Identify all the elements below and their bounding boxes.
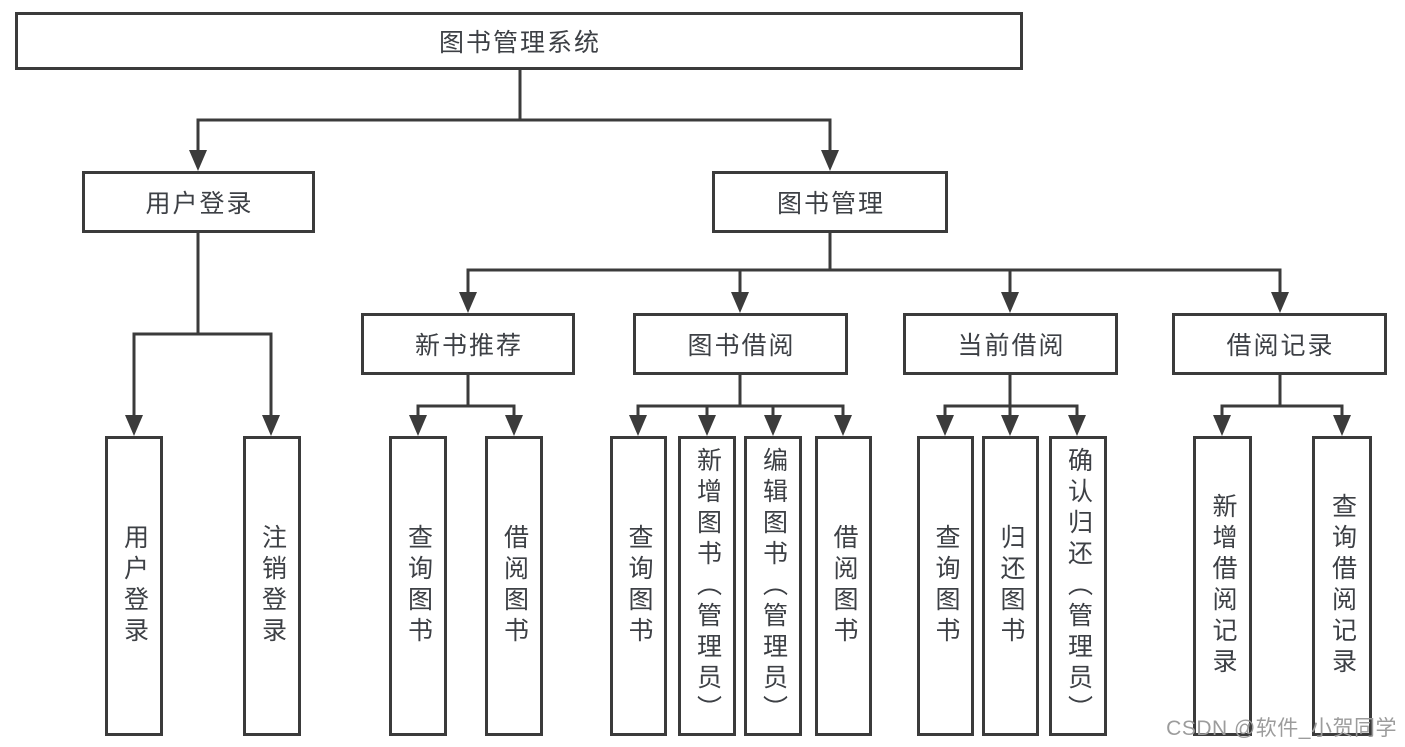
- leaf-confirm-return-admin: 确认归还（管理员）: [1049, 436, 1107, 736]
- node-label: 当前借阅: [957, 332, 1066, 360]
- node-label: 用户登录: [145, 190, 254, 218]
- arrowhead-icon: [459, 292, 477, 313]
- arrowhead-icon: [1001, 292, 1019, 313]
- arrowhead-icon: [505, 415, 523, 436]
- arrowhead-icon: [821, 150, 839, 171]
- node-label: 新书推荐: [414, 332, 523, 360]
- arrowhead-icon: [698, 415, 716, 436]
- node-label: 查询图书: [625, 524, 653, 648]
- leaf-borrow-book: 借阅图书: [815, 436, 872, 736]
- leaf-return-book: 归还图书: [982, 436, 1039, 736]
- node-label: 图书借阅: [687, 332, 796, 360]
- node-label: 借阅图书: [500, 524, 529, 648]
- leaf-add-book-admin: 新增图书（管理员）: [678, 436, 736, 736]
- leaf-add-borrow-record: 新增借阅记录: [1193, 436, 1252, 736]
- leaf-query-borrow-record: 查询借阅记录: [1312, 436, 1372, 736]
- arrowhead-icon: [1213, 415, 1231, 436]
- node-label: 新增图书（管理员）: [693, 446, 722, 726]
- node-library-system: 图书管理系统: [15, 12, 1023, 70]
- leaf-current-query-book: 查询图书: [917, 436, 974, 736]
- arrowhead-icon: [834, 415, 852, 436]
- arrowhead-icon: [936, 415, 954, 436]
- leaf-edit-book-admin: 编辑图书（管理员）: [744, 436, 802, 736]
- node-label: 用户登录: [120, 524, 149, 648]
- arrowhead-icon: [731, 292, 749, 313]
- node-label: 确认归还（管理员）: [1064, 446, 1093, 726]
- node-label: 归还图书: [997, 524, 1025, 648]
- node-label: 借阅记录: [1226, 332, 1335, 360]
- leaf-user-login: 用户登录: [105, 436, 163, 736]
- node-book-borrow: 图书借阅: [633, 313, 848, 375]
- node-user-login: 用户登录: [82, 171, 315, 233]
- leaf-logout-login: 注销登录: [243, 436, 301, 736]
- node-label: 编辑图书（管理员）: [759, 446, 788, 726]
- arrowhead-icon: [189, 150, 207, 171]
- node-label: 查询借阅记录: [1328, 493, 1357, 679]
- node-label: 图书管理: [776, 190, 885, 218]
- node-label: 查询图书: [932, 524, 960, 648]
- node-borrow-records: 借阅记录: [1172, 313, 1387, 375]
- arrowhead-icon: [764, 415, 782, 436]
- node-label: 图书管理系统: [438, 29, 601, 57]
- arrowhead-icon: [1068, 415, 1086, 436]
- leaf-recommend-query-book: 查询图书: [389, 436, 447, 736]
- csdn-watermark: CSDN @软件_小贺同学: [1166, 717, 1397, 740]
- node-label: 注销登录: [258, 524, 287, 648]
- arrowhead-icon: [409, 415, 427, 436]
- arrowhead-icon: [1001, 415, 1019, 436]
- leaf-recommend-borrow-book: 借阅图书: [485, 436, 543, 736]
- arrowhead-icon: [262, 415, 280, 436]
- arrowhead-icon: [1333, 415, 1351, 436]
- arrowhead-icon: [125, 415, 143, 436]
- node-current-borrow: 当前借阅: [903, 313, 1118, 375]
- node-book-management: 图书管理: [712, 171, 948, 233]
- leaf-borrow-query-book: 查询图书: [610, 436, 667, 736]
- node-new-book-recommend: 新书推荐: [361, 313, 575, 375]
- arrowhead-icon: [1271, 292, 1289, 313]
- node-label: 借阅图书: [830, 524, 858, 648]
- node-label: 查询图书: [404, 524, 433, 648]
- arrowhead-icon: [629, 415, 647, 436]
- node-label: 新增借阅记录: [1209, 493, 1237, 679]
